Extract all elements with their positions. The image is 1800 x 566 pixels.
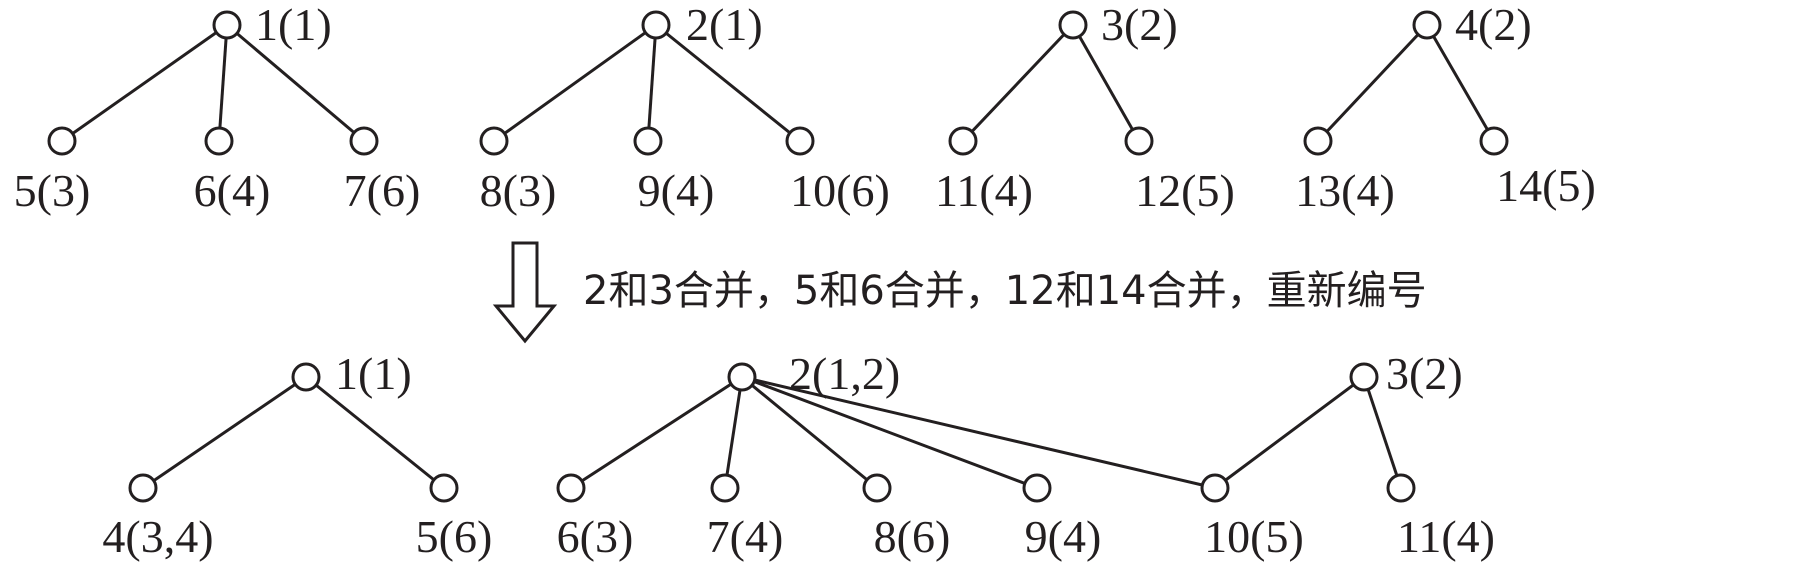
before-node-b3 [1058,10,1088,40]
before-node-label-b11: 11(4) [935,165,1033,216]
after-node-label-a9: 9(4) [1025,511,1102,562]
after-node-label-a5: 5(6) [416,511,493,562]
before-node-label-b7: 7(6) [344,165,421,216]
before-node-label-b3: 3(2) [1101,0,1178,50]
before-edge-b2-b8 [493,23,657,143]
before-node-b11 [948,126,978,156]
labels-layer: 1(1) 2(1) 3(2) 4(2) 5(3) 6(4) 7(6) 8(3) 9(4) 10(6… [14,0,1596,562]
after-node-a6 [556,473,586,503]
after-node-label-a6: 6(3) [557,511,634,562]
after-node-a4 [128,473,158,503]
before-node-b1 [212,10,242,40]
before-edge-b3-b12 [1071,24,1141,142]
after-node-a8 [862,473,892,503]
after-node-label-a4: 4(3,4) [102,511,213,562]
after-edge-a2-a7 [723,376,744,489]
before-node-b9 [633,126,663,156]
before-edge-b1-b5 [61,23,228,143]
after-node-a7 [710,473,740,503]
before-edge-b2-b10 [655,23,801,143]
before-node-b4 [1412,10,1442,40]
before-node-b14 [1479,126,1509,156]
after-node-label-a7: 7(4) [707,511,784,562]
after-edge-a1-a4 [142,375,307,490]
before-node-b5 [47,126,77,156]
after-edge-a3-a11 [1362,376,1403,489]
after-edge-a2-a10 [741,375,1216,490]
before-edge-b2-b9 [646,24,658,142]
edges-layer [61,23,1496,490]
before-node-label-b13: 13(4) [1295,165,1395,216]
before-node-b6 [204,126,234,156]
after-edge-a1-a5 [305,375,445,490]
after-node-label-a2: 2(1,2) [789,348,900,399]
after-edge-a2-a9 [741,375,1038,490]
after-node-a3 [1349,362,1379,392]
before-node-b2 [641,10,671,40]
after-node-label-a1: 1(1) [335,348,412,399]
after-node-label-a8: 8(6) [874,511,951,562]
before-edge-b4-b13 [1316,23,1429,143]
before-node-label-b8: 8(3) [480,165,557,216]
after-node-label-a3: 3(2) [1386,348,1463,399]
before-node-b12 [1124,126,1154,156]
before-node-label-b10: 10(6) [790,165,890,216]
before-node-label-b4: 4(2) [1455,0,1532,50]
before-edge-b1-b6 [217,24,229,142]
before-edge-b4-b14 [1425,24,1496,142]
before-node-b8 [479,126,509,156]
after-node-a10 [1200,473,1230,503]
before-node-b7 [349,126,379,156]
after-node-a2 [727,362,757,392]
after-node-a11 [1386,473,1416,503]
transition-note: 2和3合并，5和6合并，12和14合并，重新编号 [583,268,1427,314]
down-arrow-icon [492,241,558,344]
after-node-a9 [1022,473,1052,503]
before-node-label-b5: 5(3) [14,165,91,216]
before-node-label-b2: 2(1) [686,0,763,50]
before-node-b10 [785,126,815,156]
after-node-a5 [429,473,459,503]
before-node-label-b1: 1(1) [255,0,332,50]
after-node-label-a11: 11(4) [1397,511,1495,562]
before-node-label-b9: 9(4) [638,165,715,216]
before-edge-b1-b7 [226,23,365,143]
before-node-label-b14: 14(5) [1496,160,1596,211]
after-node-a1 [291,362,321,392]
after-edge-a2-a8 [741,375,878,490]
before-node-b13 [1303,126,1333,156]
after-node-label-a10: 10(5) [1204,511,1304,562]
before-node-label-b6: 6(4) [194,165,271,216]
before-edge-b3-b11 [961,23,1075,143]
after-edge-a3-a10 [1214,375,1365,490]
nodes-layer [47,10,1509,503]
before-node-label-b12: 12(5) [1135,165,1235,216]
after-edge-a2-a6 [570,375,743,490]
